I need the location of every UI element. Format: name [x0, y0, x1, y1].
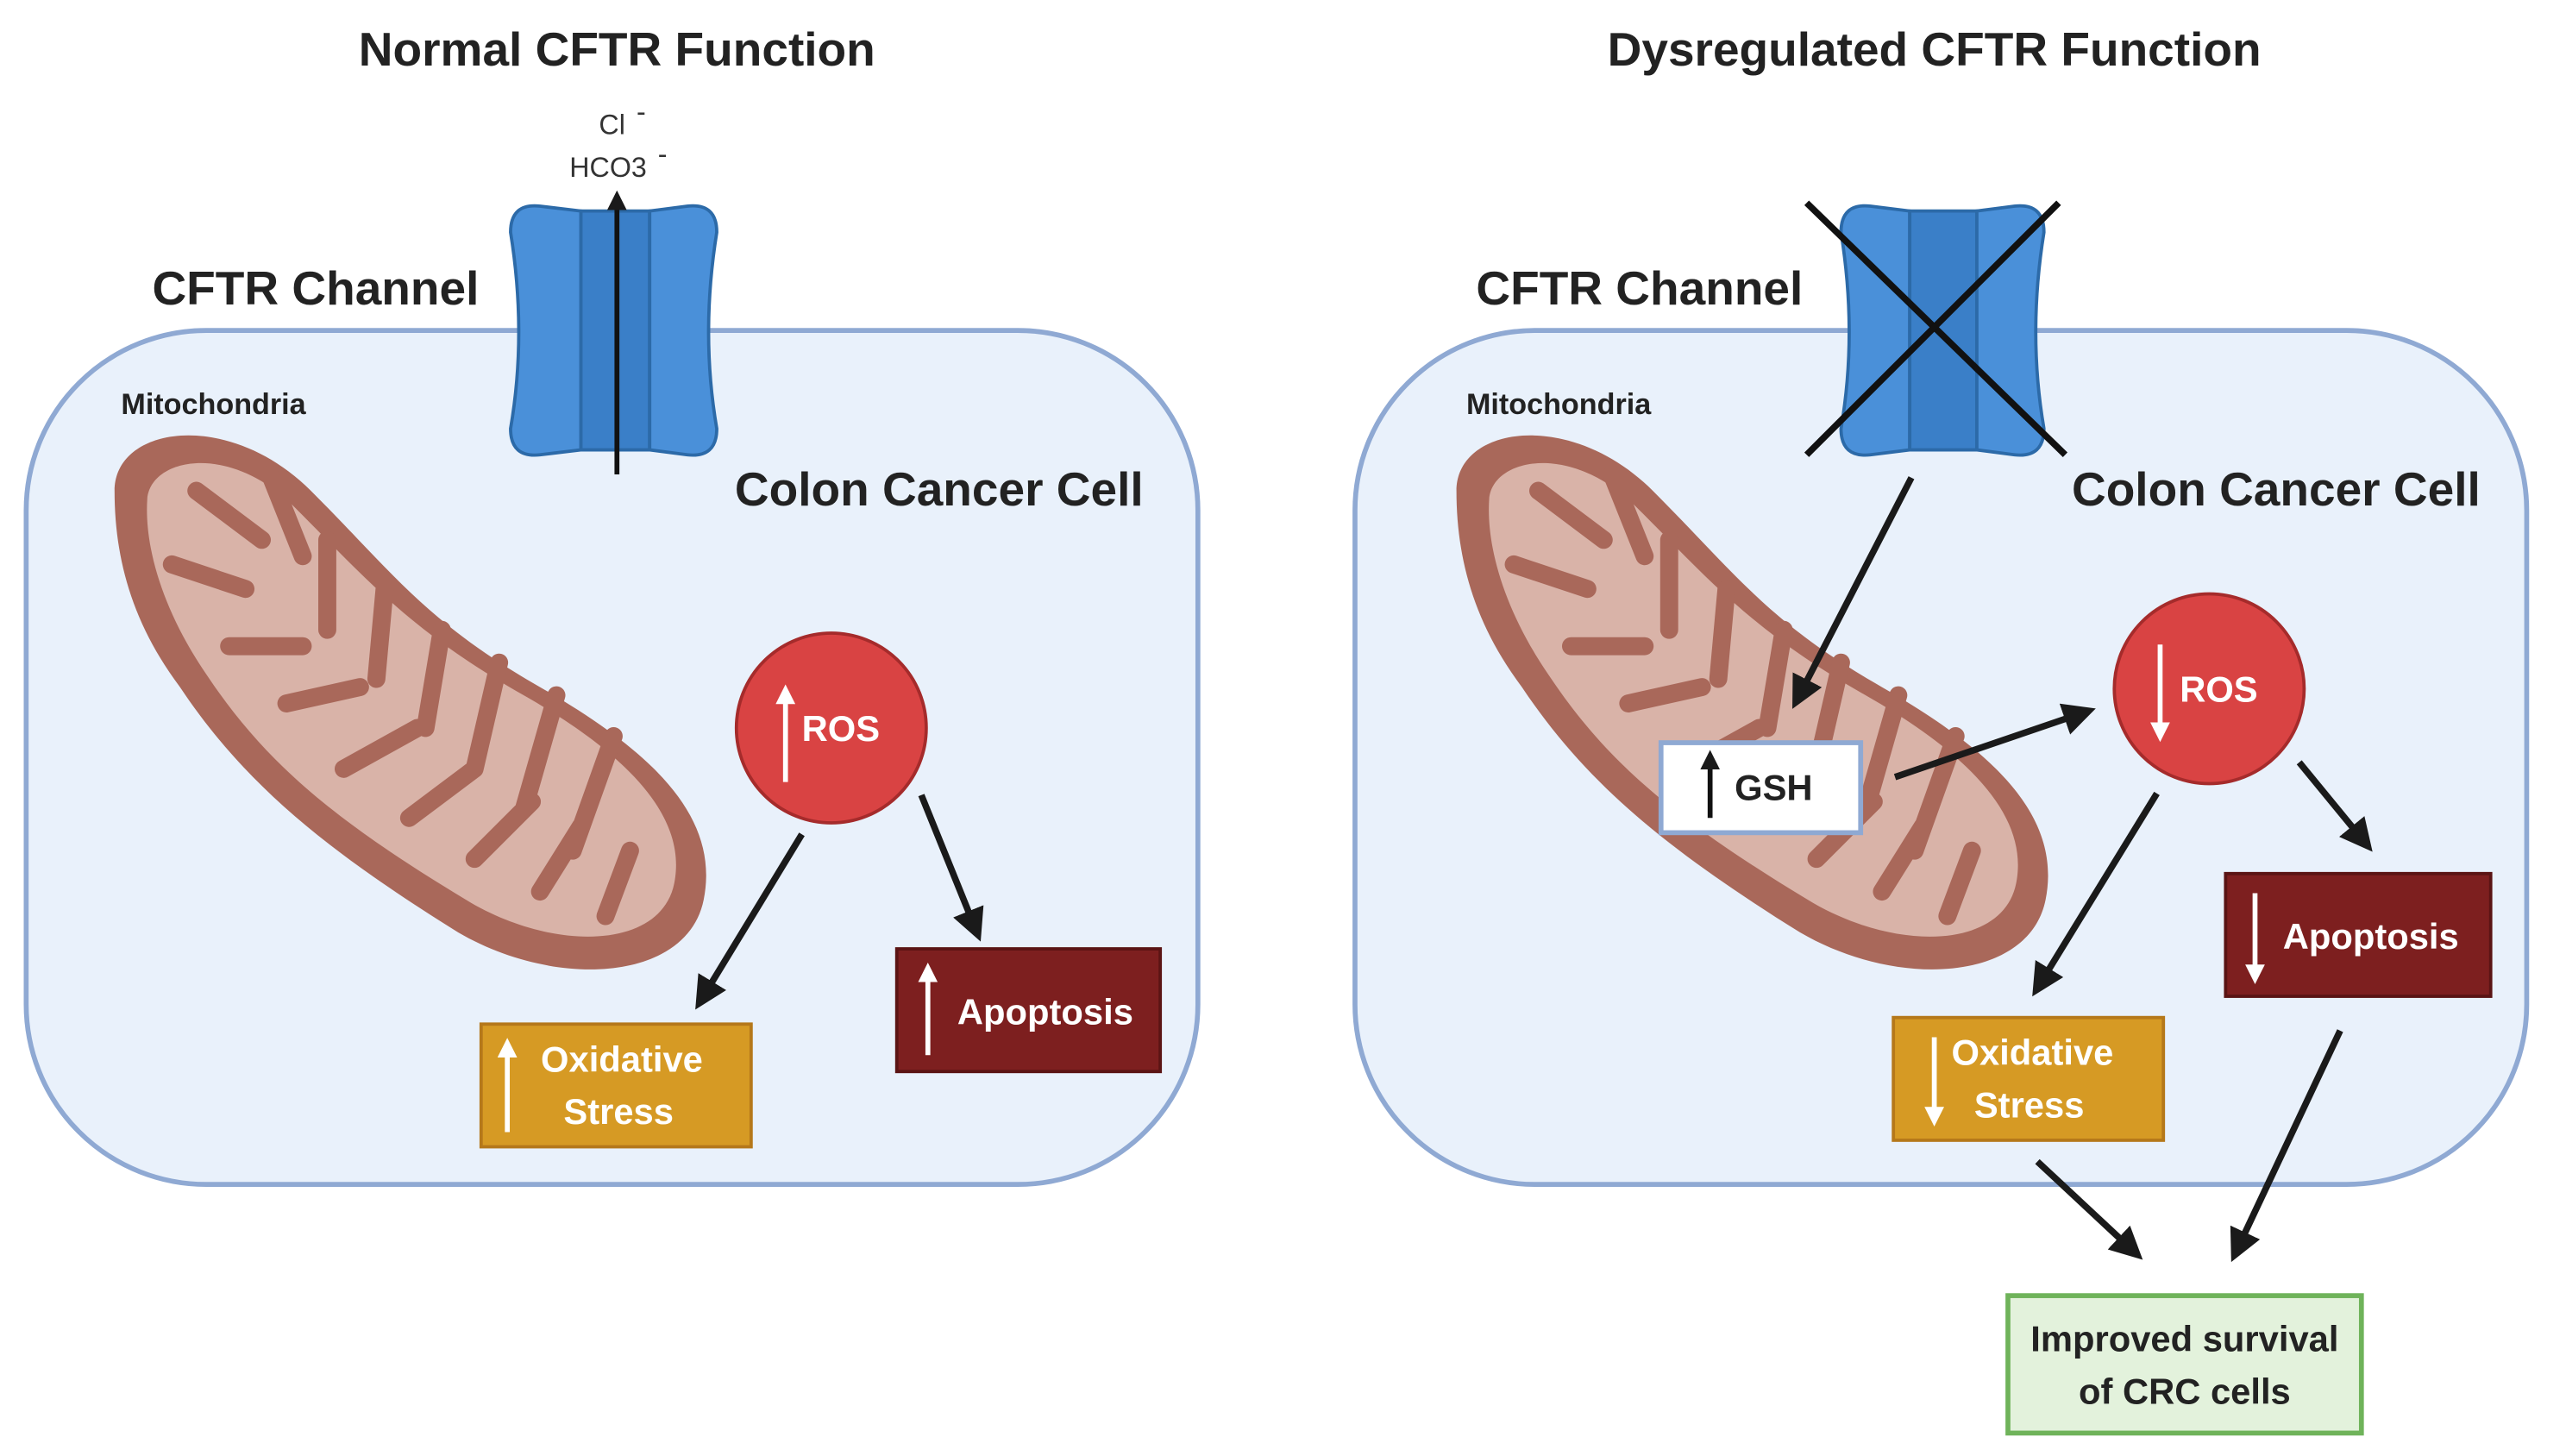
bicarbonate-ion-label: HCO3 [569, 152, 647, 183]
charge-superscript: - [637, 96, 646, 127]
mitochondria-icon [1456, 435, 2048, 970]
ros-to-oxidative-arrow [695, 832, 805, 1010]
oxidative-stress-box: Oxidative Stress [1892, 1015, 2166, 1142]
cftr-channel-label: CFTR Channel [1476, 261, 1803, 315]
ros-label: ROS [2180, 669, 2257, 710]
oxidative-line2: Stress [563, 1091, 674, 1132]
mitochondria-label: Mitochondria [121, 388, 306, 421]
mitochondria-icon [114, 435, 706, 970]
oxidative-line1: Oxidative [541, 1039, 703, 1079]
ros-label: ROS [802, 708, 880, 749]
oxidative-to-outcome-arrow [2035, 1158, 2143, 1260]
apoptosis-to-outcome-arrow [2230, 1029, 2343, 1263]
oxidative-line1: Oxidative [1952, 1032, 2114, 1073]
oxidative-line2: Stress [1974, 1084, 2085, 1125]
gsh-label: GSH [1735, 767, 1812, 807]
ros-node: ROS [734, 631, 928, 825]
charge-superscript: - [658, 139, 668, 170]
outcome-box: Improved survival of CRC cells [2005, 1293, 2364, 1436]
ros-to-apoptosis-arrow [918, 794, 984, 942]
ros-to-oxidative-arrow [2032, 791, 2160, 997]
gsh-to-ros-arrow [1893, 703, 2096, 781]
colon-cancer-cell-label: Colon Cancer Cell [2072, 462, 2481, 516]
apoptosis-label: Apoptosis [2283, 916, 2459, 957]
apoptosis-box: Apoptosis [2224, 871, 2493, 998]
cftr-channel-label: CFTR Channel [152, 261, 479, 315]
cftr-channel-icon [509, 204, 718, 457]
cftr-channel-icon [1839, 204, 2046, 457]
oxidative-stress-box: Oxidative Stress [479, 1022, 753, 1149]
panel-title-dysregulated: Dysregulated CFTR Function [1608, 22, 2262, 76]
blocked-cross-icon [1804, 200, 2068, 457]
ros-node: ROS [2112, 592, 2306, 786]
outcome-line2: of CRC cells [2079, 1371, 2291, 1411]
panel-title-normal: Normal CFTR Function [359, 22, 875, 76]
chloride-ion-label: Cl [599, 110, 624, 141]
apoptosis-label: Apoptosis [957, 991, 1133, 1032]
colon-cancer-cell-label: Colon Cancer Cell [735, 462, 1144, 516]
ion-labels: Cl - HCO3 - [569, 96, 667, 182]
apoptosis-box: Apoptosis [894, 947, 1163, 1074]
channel-to-gsh-arrow [1792, 476, 1915, 709]
ros-to-apoptosis-arrow [2296, 760, 2373, 852]
mitochondria-label: Mitochondria [1466, 388, 1652, 421]
outcome-line1: Improved survival [2030, 1319, 2338, 1359]
gsh-box: GSH [1658, 740, 1864, 836]
